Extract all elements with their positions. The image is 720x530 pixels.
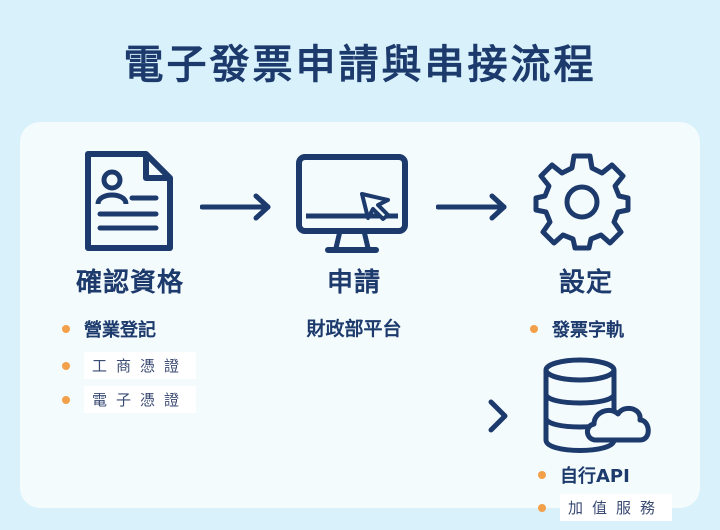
chevron-right-icon: [488, 399, 508, 433]
bullet-dot: [62, 361, 70, 370]
list-item: 發票字軌: [530, 316, 624, 342]
arrow-right-icon: [436, 193, 507, 221]
step-subtitle: 財政部平台: [306, 318, 402, 340]
page-title: 電子發票申請與串接流程: [123, 42, 597, 88]
step-title-apply: 申請: [326, 268, 381, 298]
list-item: 電子憑證: [62, 386, 197, 413]
arrow-right-icon: [200, 193, 271, 221]
list-item: 自行API: [538, 462, 630, 488]
bullet-dot: [538, 503, 546, 512]
gear-icon: [533, 153, 631, 251]
list-item: 營業登記: [62, 316, 156, 342]
list-item: 工商憑證: [62, 352, 197, 379]
bullet-dot: [62, 395, 70, 404]
bullet-dot: [538, 471, 546, 479]
step-title-qualification: 確認資格: [75, 268, 184, 298]
step-title-settings: 設定: [558, 268, 613, 298]
document-person-icon: [85, 151, 173, 251]
bullet-dot: [530, 325, 538, 333]
database-cloud-icon: [543, 357, 651, 453]
bullet-dot: [62, 325, 70, 333]
list-item: 加值服務: [538, 494, 673, 521]
monitor-cursor-icon: [296, 154, 408, 253]
